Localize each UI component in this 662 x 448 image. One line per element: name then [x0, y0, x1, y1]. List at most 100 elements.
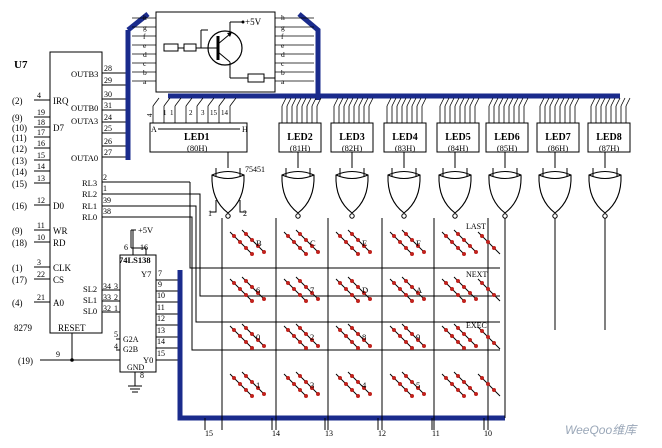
svg-text:RD: RD [53, 238, 66, 248]
svg-text:39: 39 [103, 196, 111, 205]
key-label: 3 [310, 380, 314, 390]
svg-text:3: 3 [201, 109, 205, 117]
driver-gates [210, 152, 622, 219]
key-label-last: LAST [466, 222, 486, 231]
svg-text:(9): (9) [12, 226, 23, 236]
svg-text:D7: D7 [53, 123, 64, 133]
svg-text:(1): (1) [12, 263, 23, 273]
led-name: LED5 [445, 132, 471, 143]
driver-gate-1 [211, 152, 245, 219]
keypad-key: 5 [389, 371, 426, 398]
svg-text:RL0: RL0 [82, 212, 97, 222]
svg-text:1: 1 [163, 109, 167, 117]
svg-text:LED1: LED1 [184, 132, 210, 143]
svg-text:+5V: +5V [138, 225, 154, 235]
svg-text:SL1: SL1 [83, 295, 97, 305]
keypad-key: A [389, 276, 426, 303]
svg-text:2: 2 [103, 173, 107, 182]
keypad-key: E [335, 229, 372, 256]
driver-gate-8 [588, 152, 622, 219]
decoder-outputs: 7 9 10 11 12 13 14 15 [156, 269, 180, 361]
led-modules: LED2(81H)LED3(82H)LED4(83H)LED5(84H)LED6… [278, 122, 631, 153]
led-address: (85H) [497, 143, 517, 153]
svg-text:A0: A0 [53, 298, 64, 308]
svg-text:9: 9 [56, 350, 60, 359]
led-name: LED6 [494, 132, 520, 143]
svg-text:2: 2 [114, 293, 118, 302]
key-label: D [362, 285, 368, 295]
keypad-key: 0 [229, 323, 266, 350]
svg-text:c: c [281, 59, 285, 68]
svg-text:(19): (19) [18, 356, 33, 366]
svg-text:34: 34 [103, 282, 111, 291]
svg-text:13: 13 [157, 326, 165, 335]
led-address: (81H) [290, 143, 310, 153]
key-label: C [310, 238, 316, 248]
svg-text:9: 9 [158, 280, 162, 289]
svg-text:SL0: SL0 [83, 306, 97, 316]
svg-text:b: b [143, 68, 147, 77]
driver-gate-4 [387, 152, 421, 219]
led-module-3: LED3(82H) [330, 122, 374, 153]
svg-text:13: 13 [325, 429, 333, 438]
svg-text:(15): (15) [12, 179, 27, 189]
driver-gate-2 [281, 152, 315, 219]
key-label: A [416, 285, 423, 295]
u7-pin-irq: (2) 4 IRQ [12, 91, 69, 106]
svg-text:H: H [242, 125, 248, 134]
svg-text:2: 2 [189, 109, 193, 117]
svg-text:g: g [143, 23, 147, 32]
svg-text:4: 4 [114, 342, 118, 351]
keypad-key: 2 [283, 323, 320, 350]
svg-text:31: 31 [104, 101, 112, 110]
svg-text:8: 8 [140, 371, 144, 380]
svg-text:22: 22 [37, 270, 45, 279]
u7-pin-a0: (4) 21 A0 [12, 293, 64, 308]
svg-text:18: 18 [37, 118, 45, 127]
gate-part-label: 75451 [245, 165, 265, 174]
u7-pin-wr: (9) 11 WR [12, 221, 68, 236]
key-label: 1 [256, 380, 260, 390]
svg-text:4: 4 [146, 113, 154, 117]
svg-text:(13): (13) [12, 156, 27, 166]
key-label: E [362, 238, 367, 248]
svg-text:f: f [143, 32, 146, 41]
led-address: (86H) [548, 143, 568, 153]
key-label: 6 [256, 285, 260, 295]
svg-text:e: e [143, 41, 147, 50]
svg-text:16: 16 [140, 243, 148, 252]
keypad-key [441, 229, 478, 256]
svg-text:(14): (14) [12, 167, 27, 177]
led-name: LED8 [596, 132, 622, 143]
svg-text:16: 16 [37, 139, 45, 148]
led-module-7: LED7(86H) [536, 122, 580, 153]
keypad-key [441, 276, 478, 303]
u7-pin-d1: (15) 13 [12, 174, 50, 189]
svg-text:(9): (9) [12, 113, 23, 123]
svg-text:OUTB0: OUTB0 [71, 103, 98, 113]
svg-text:(2): (2) [12, 96, 23, 106]
svg-text:14: 14 [221, 109, 229, 117]
svg-text:1: 1 [103, 184, 107, 193]
u7-pin-d0: (16) 12 D0 [12, 196, 64, 211]
u7-pin-d7: (10) 18 D7 [12, 118, 64, 133]
led-module-2: LED2(81H) [278, 122, 322, 153]
svg-text:3: 3 [114, 282, 118, 291]
svg-text:(12): (12) [12, 144, 27, 154]
svg-text:h: h [281, 13, 285, 22]
svg-text:h: h [143, 13, 147, 22]
svg-text:OUTA0: OUTA0 [71, 153, 98, 163]
svg-text:11: 11 [37, 221, 45, 230]
svg-text:14: 14 [37, 162, 45, 171]
decoder-74ls138: 74LS138 +5V 6 16 5 4 G2A G2B GND 8 Y7 Y0 [114, 225, 157, 393]
svg-text:(80H): (80H) [187, 143, 207, 153]
led-module-6: LED6(85H) [485, 122, 529, 153]
svg-text:(11): (11) [12, 133, 27, 143]
led-address: (82H) [342, 143, 362, 153]
watermark-logo: WeeQoo维库 [565, 423, 638, 437]
data-bus [125, 12, 620, 421]
led-name: LED3 [339, 132, 365, 143]
svg-text:14: 14 [272, 429, 280, 438]
